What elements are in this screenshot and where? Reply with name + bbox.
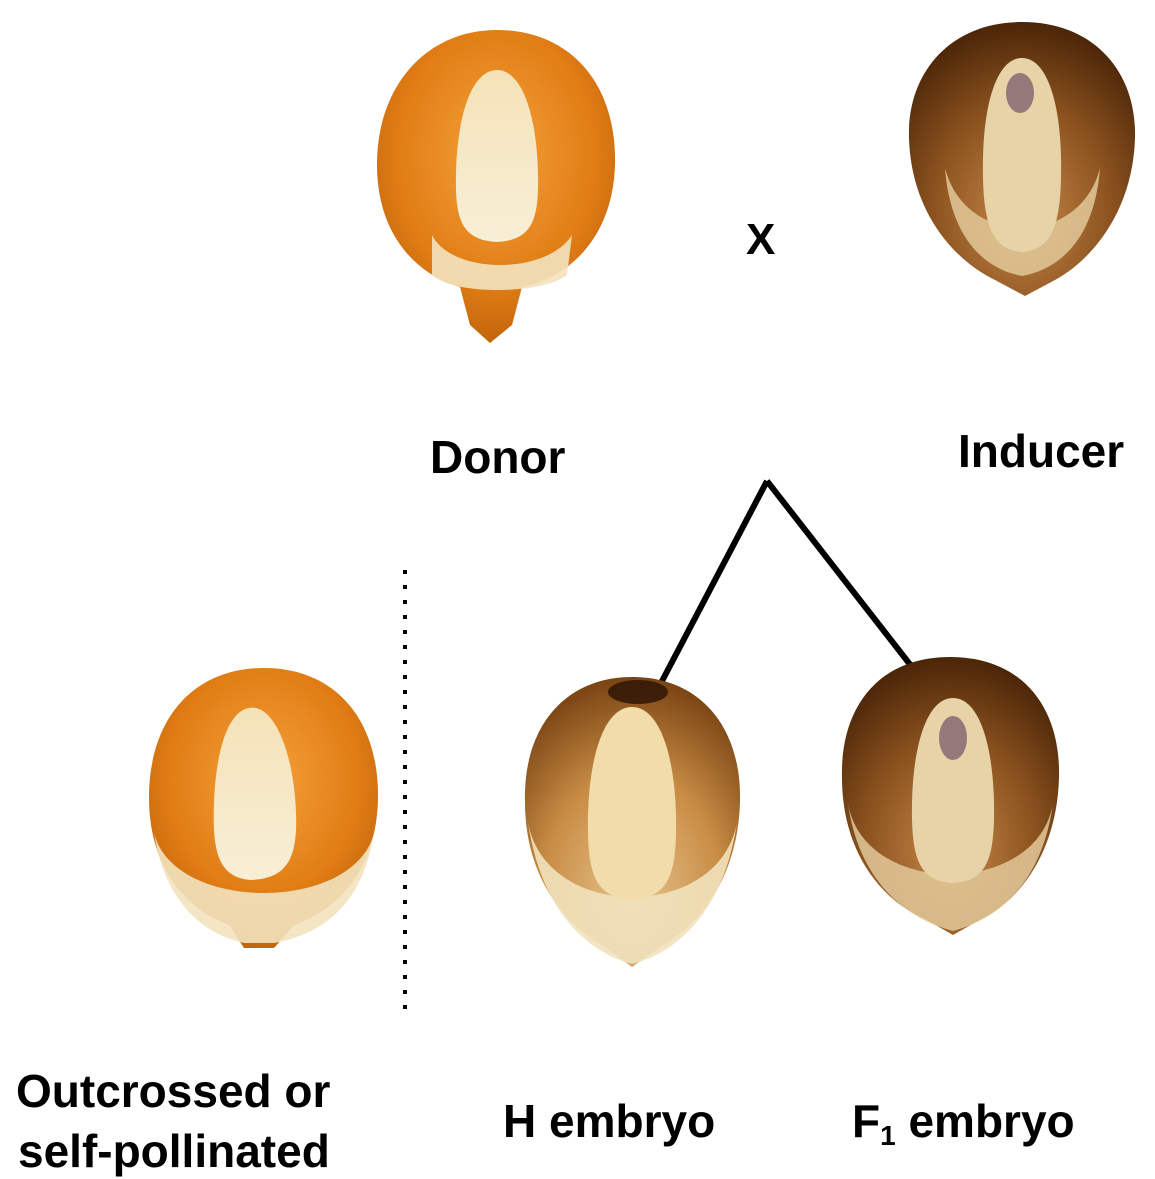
h-embryo-kernel	[520, 672, 745, 972]
h-embryo-label: H embryo	[503, 1098, 715, 1144]
f1-suffix: embryo	[896, 1095, 1075, 1147]
f1-embryo-connector	[767, 481, 912, 667]
inducer-label: Inducer	[958, 428, 1124, 474]
f1-prefix: F	[852, 1095, 880, 1147]
donor-kernel	[372, 25, 622, 345]
donor-label: Donor	[430, 434, 565, 480]
f1-subscript: 1	[880, 1120, 896, 1151]
f1-embryo-label: F1 embryo	[852, 1098, 1075, 1150]
f1-embryo-kernel	[838, 653, 1063, 938]
cross-symbol: X	[746, 218, 775, 262]
inducer-kernel	[905, 18, 1140, 298]
h-embryo-connector	[661, 481, 767, 683]
outcrossed-label-line2: self-pollinated	[18, 1128, 330, 1174]
outcrossed-kernel	[144, 663, 384, 953]
outcrossed-label-line1: Outcrossed or	[16, 1068, 330, 1114]
